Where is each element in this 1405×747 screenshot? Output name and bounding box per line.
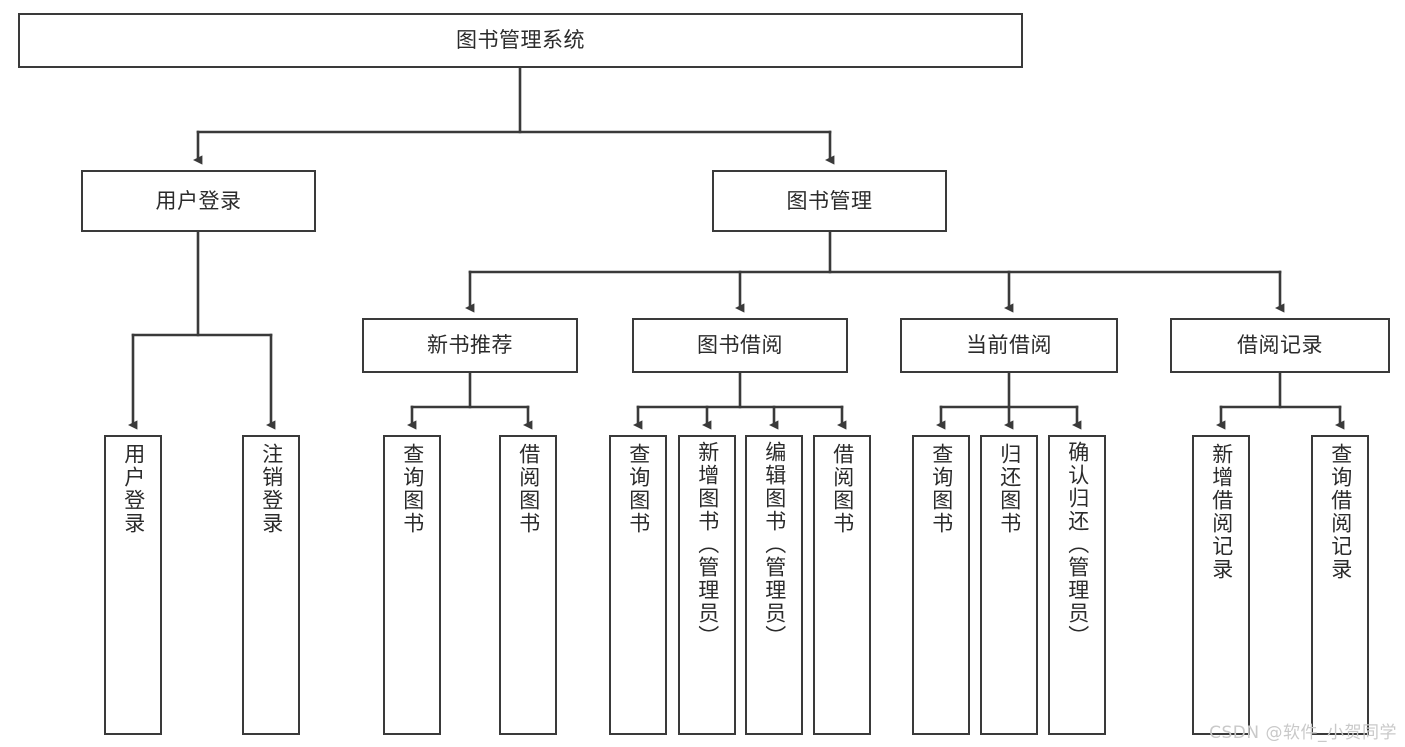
node-label: 编辑图书（管理员）: [762, 441, 787, 648]
node-current-borrow[interactable]: 当前借阅: [900, 318, 1118, 373]
node-book-management[interactable]: 图书管理: [712, 170, 947, 232]
node-label: 新书推荐: [427, 333, 513, 357]
leaf-user-login-login[interactable]: 用户登录: [104, 435, 162, 735]
node-user-login[interactable]: 用户登录: [81, 170, 316, 232]
node-label: 注销登录: [259, 443, 284, 535]
node-label: 新增借阅记录: [1209, 443, 1234, 581]
leaf-book-borrow-edit-book-admin[interactable]: 编辑图书（管理员）: [745, 435, 803, 735]
node-label: 查询借阅记录: [1328, 443, 1353, 581]
node-label: 用户登录: [121, 443, 146, 535]
leaf-book-borrow-borrow-book[interactable]: 借阅图书: [813, 435, 871, 735]
node-label: 用户登录: [155, 188, 242, 213]
node-label: 借阅记录: [1237, 333, 1323, 357]
leaf-new-book-query-book[interactable]: 查询图书: [383, 435, 441, 735]
node-label: 新增图书（管理员）: [695, 441, 720, 648]
leaf-current-borrow-query-book[interactable]: 查询图书: [912, 435, 970, 735]
node-label: 确认归还（管理员）: [1065, 441, 1090, 648]
leaf-borrow-record-query-record[interactable]: 查询借阅记录: [1311, 435, 1369, 735]
node-book-borrow[interactable]: 图书借阅: [632, 318, 848, 373]
node-new-book-recommend[interactable]: 新书推荐: [362, 318, 578, 373]
node-book-management-system[interactable]: 图书管理系统: [18, 13, 1023, 68]
node-label: 查询图书: [626, 443, 651, 535]
leaf-current-borrow-confirm-return-admin[interactable]: 确认归还（管理员）: [1048, 435, 1106, 735]
leaf-user-login-logout[interactable]: 注销登录: [242, 435, 300, 735]
leaf-borrow-record-add-record[interactable]: 新增借阅记录: [1192, 435, 1250, 735]
node-label: 图书借阅: [697, 333, 783, 357]
node-borrow-record[interactable]: 借阅记录: [1170, 318, 1390, 373]
node-label: 查询图书: [929, 443, 954, 535]
node-label: 图书管理系统: [456, 28, 585, 52]
node-label: 归还图书: [997, 443, 1022, 535]
csdn-watermark: CSDN @软件_小贺同学: [1209, 723, 1397, 743]
node-label: 借阅图书: [516, 443, 541, 535]
leaf-current-borrow-return-book[interactable]: 归还图书: [980, 435, 1038, 735]
node-label: 借阅图书: [830, 443, 855, 535]
node-label: 当前借阅: [966, 333, 1052, 357]
leaf-book-borrow-query-book[interactable]: 查询图书: [609, 435, 667, 735]
node-label: 查询图书: [400, 443, 425, 535]
leaf-new-book-borrow-book[interactable]: 借阅图书: [499, 435, 557, 735]
leaf-book-borrow-add-book-admin[interactable]: 新增图书（管理员）: [678, 435, 736, 735]
node-label: 图书管理: [786, 188, 873, 213]
